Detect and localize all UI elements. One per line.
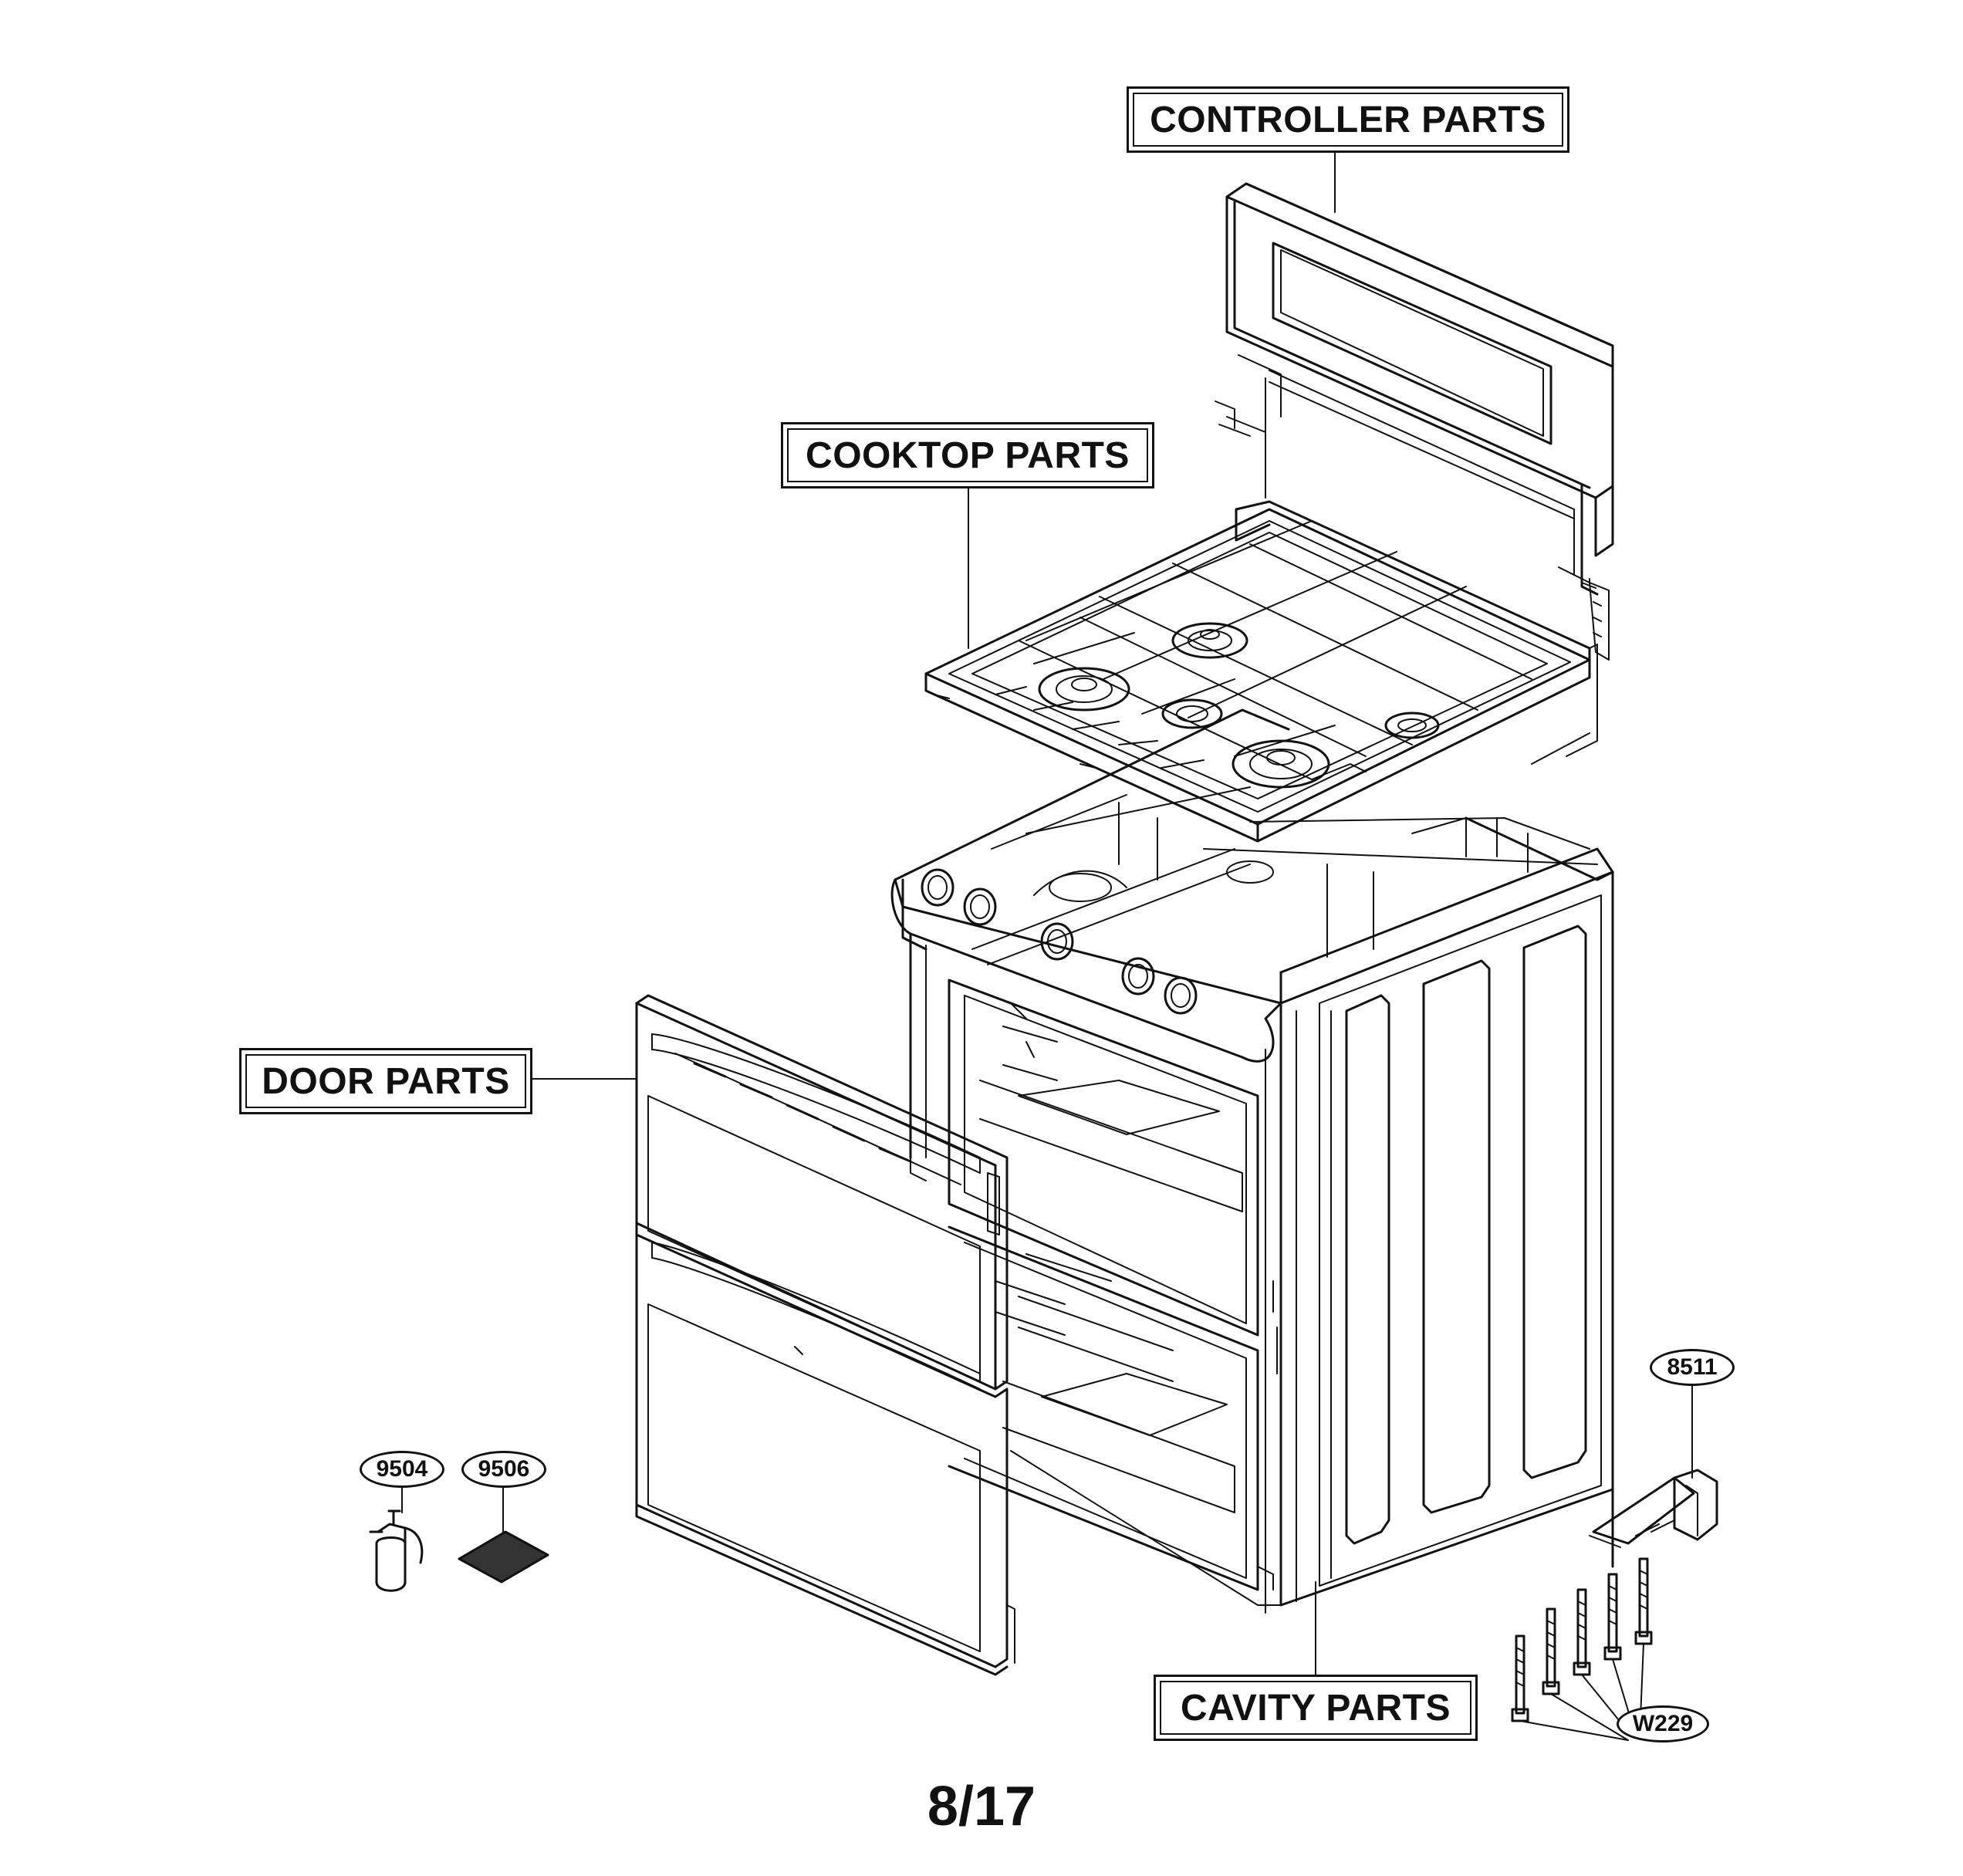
callout-9506[interactable]: 9506 bbox=[461, 1451, 546, 1488]
screws-illustration bbox=[1511, 1557, 1653, 1741]
cavity-parts-label[interactable]: CAVITY PARTS bbox=[1154, 1675, 1478, 1741]
controller-parts-label[interactable]: CONTROLLER PARTS bbox=[1127, 86, 1569, 153]
page-number: 8/17 bbox=[927, 1776, 1036, 1837]
callout-9504[interactable]: 9504 bbox=[360, 1451, 444, 1488]
range-body-illustration bbox=[890, 708, 1614, 1614]
cooktop-parts-label[interactable]: COOKTOP PARTS bbox=[781, 422, 1154, 488]
cleaning-pad-illustration bbox=[458, 1530, 549, 1584]
cooktop-illustration bbox=[924, 500, 1598, 843]
callout-8511[interactable]: 8511 bbox=[1650, 1349, 1735, 1386]
anti-tip-bracket-illustration bbox=[1589, 1469, 1718, 1548]
oven-door-illustration bbox=[635, 994, 1015, 1676]
leader-lines bbox=[401, 150, 1693, 1675]
callout-w229[interactable]: W229 bbox=[1617, 1705, 1709, 1742]
controller-panel-illustration bbox=[1215, 182, 1614, 661]
door-parts-label[interactable]: DOOR PARTS bbox=[239, 1048, 532, 1114]
spray-bottle-illustration bbox=[369, 1509, 424, 1592]
